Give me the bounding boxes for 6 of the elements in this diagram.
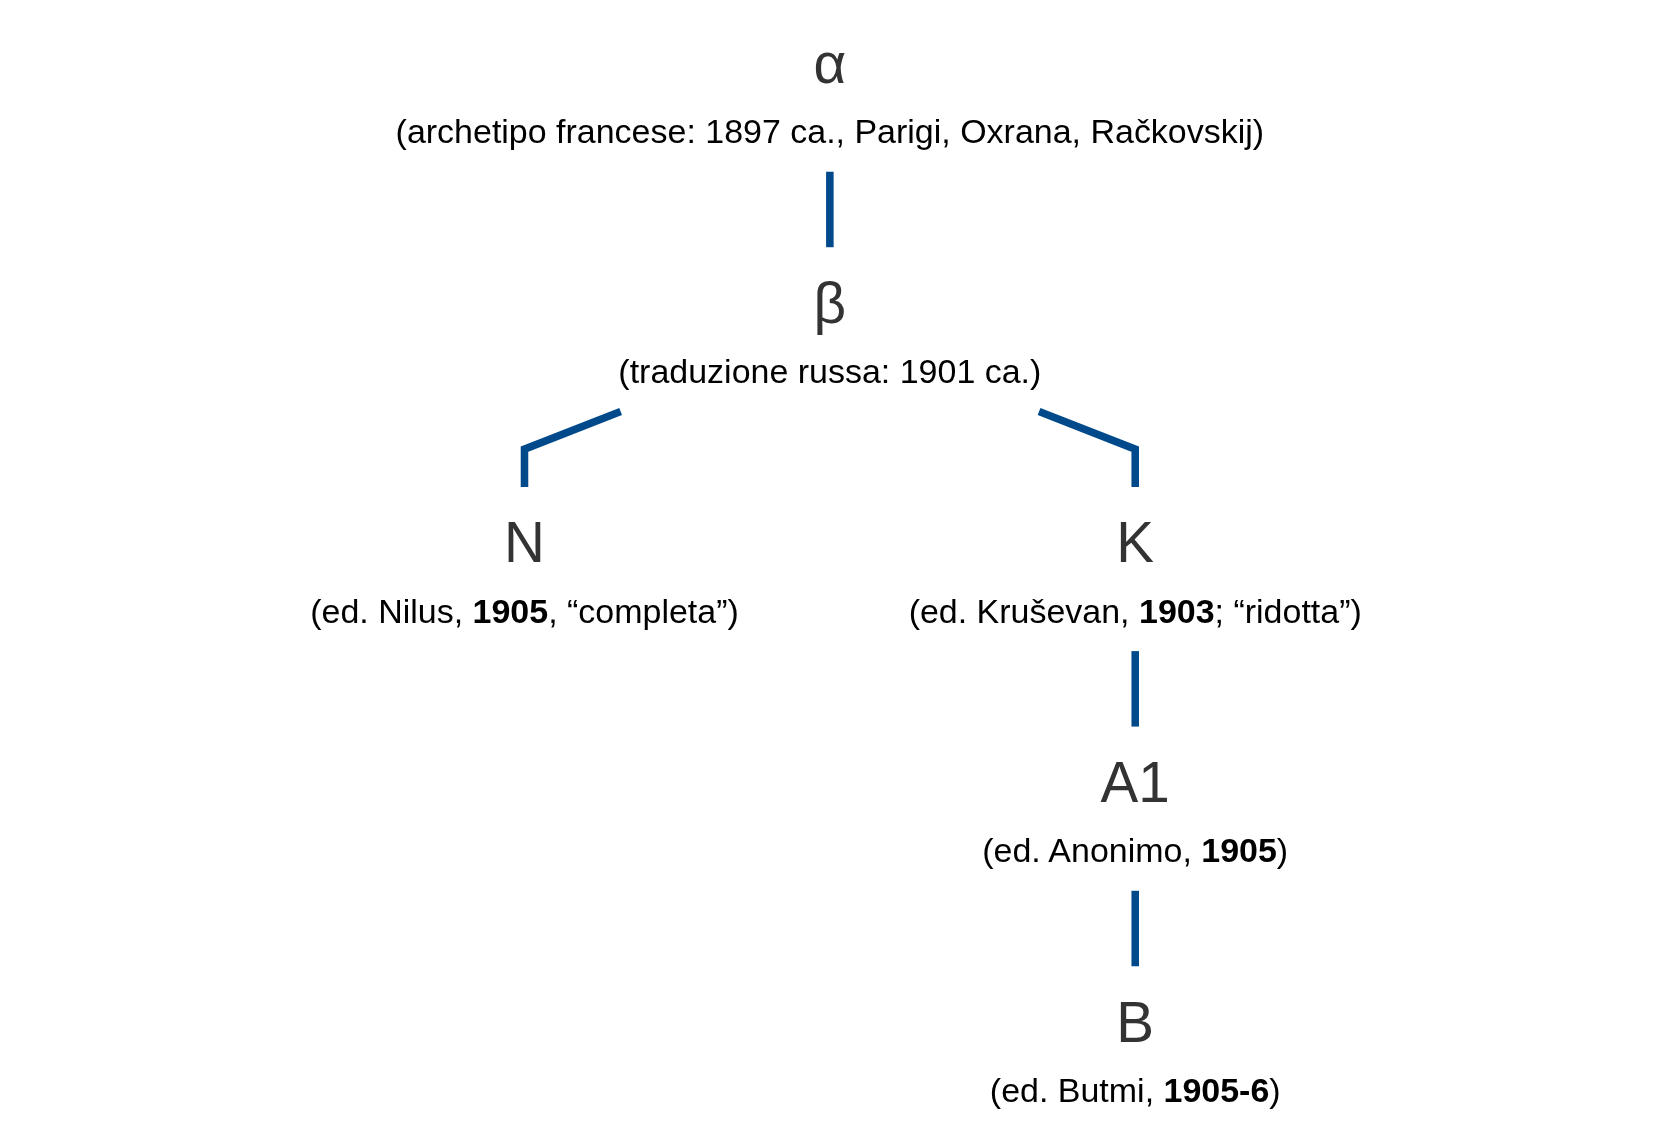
- node-text: A1 (ed. Anonimo, 1905): [982, 751, 1289, 871]
- node-text: K (ed. Kruševan, 1903; “ridotta”): [908, 511, 1362, 631]
- node-text: B (ed. Butmi, 1905-6): [989, 990, 1281, 1110]
- node-text: N (ed. Nilus, 1905, “completa”): [310, 511, 739, 631]
- node-text: β (traduzione russa: 1901 ca.): [618, 271, 1042, 391]
- node-text: α (archetipo francese: 1897 ca., Parigi, Oxrana, Račkovskij): [395, 32, 1265, 151]
